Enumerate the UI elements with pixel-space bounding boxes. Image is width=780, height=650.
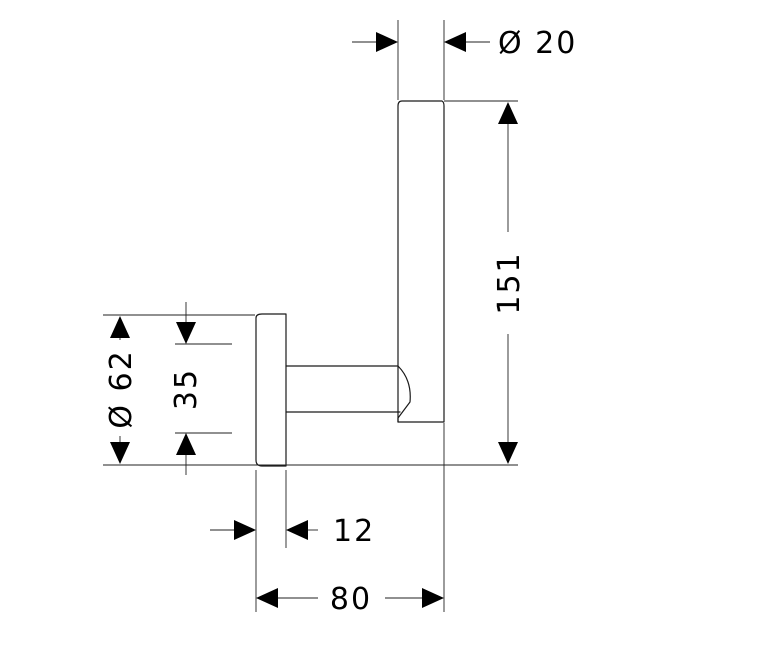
pin-diameter-label: Ø 20 [498, 26, 577, 61]
rosette-thickness-label: 12 [333, 514, 375, 549]
arrowhead [498, 442, 518, 464]
dimension-arm-diameter: 35 [169, 302, 204, 475]
arrowhead [444, 32, 466, 52]
rosette-diameter-label: Ø 62 [104, 349, 139, 428]
dimension-height: 151 [492, 102, 527, 464]
arrowhead [110, 316, 130, 338]
arrowhead [286, 520, 308, 540]
dimension-pin-diameter: Ø 20 [352, 26, 577, 61]
arm [285, 365, 411, 423]
projection-label: 80 [330, 582, 372, 617]
dimension-rosette-thickness: 12 [210, 514, 375, 549]
rosette-plate [255, 313, 287, 467]
arrowhead [176, 322, 196, 344]
pin [397, 100, 445, 423]
arrowhead [234, 520, 256, 540]
holder-outline [255, 100, 445, 467]
arrowhead [176, 433, 196, 455]
dimension-rosette-diameter: Ø 62 [104, 316, 139, 464]
arrowhead [256, 588, 278, 608]
height-label: 151 [492, 251, 527, 314]
arrowhead [498, 102, 518, 124]
arrowhead [422, 588, 444, 608]
dimension-projection: 80 [256, 582, 444, 617]
arrowhead [110, 442, 130, 464]
arrowhead [376, 32, 398, 52]
extension-lines [103, 20, 518, 612]
arm-diameter-label: 35 [169, 368, 204, 410]
